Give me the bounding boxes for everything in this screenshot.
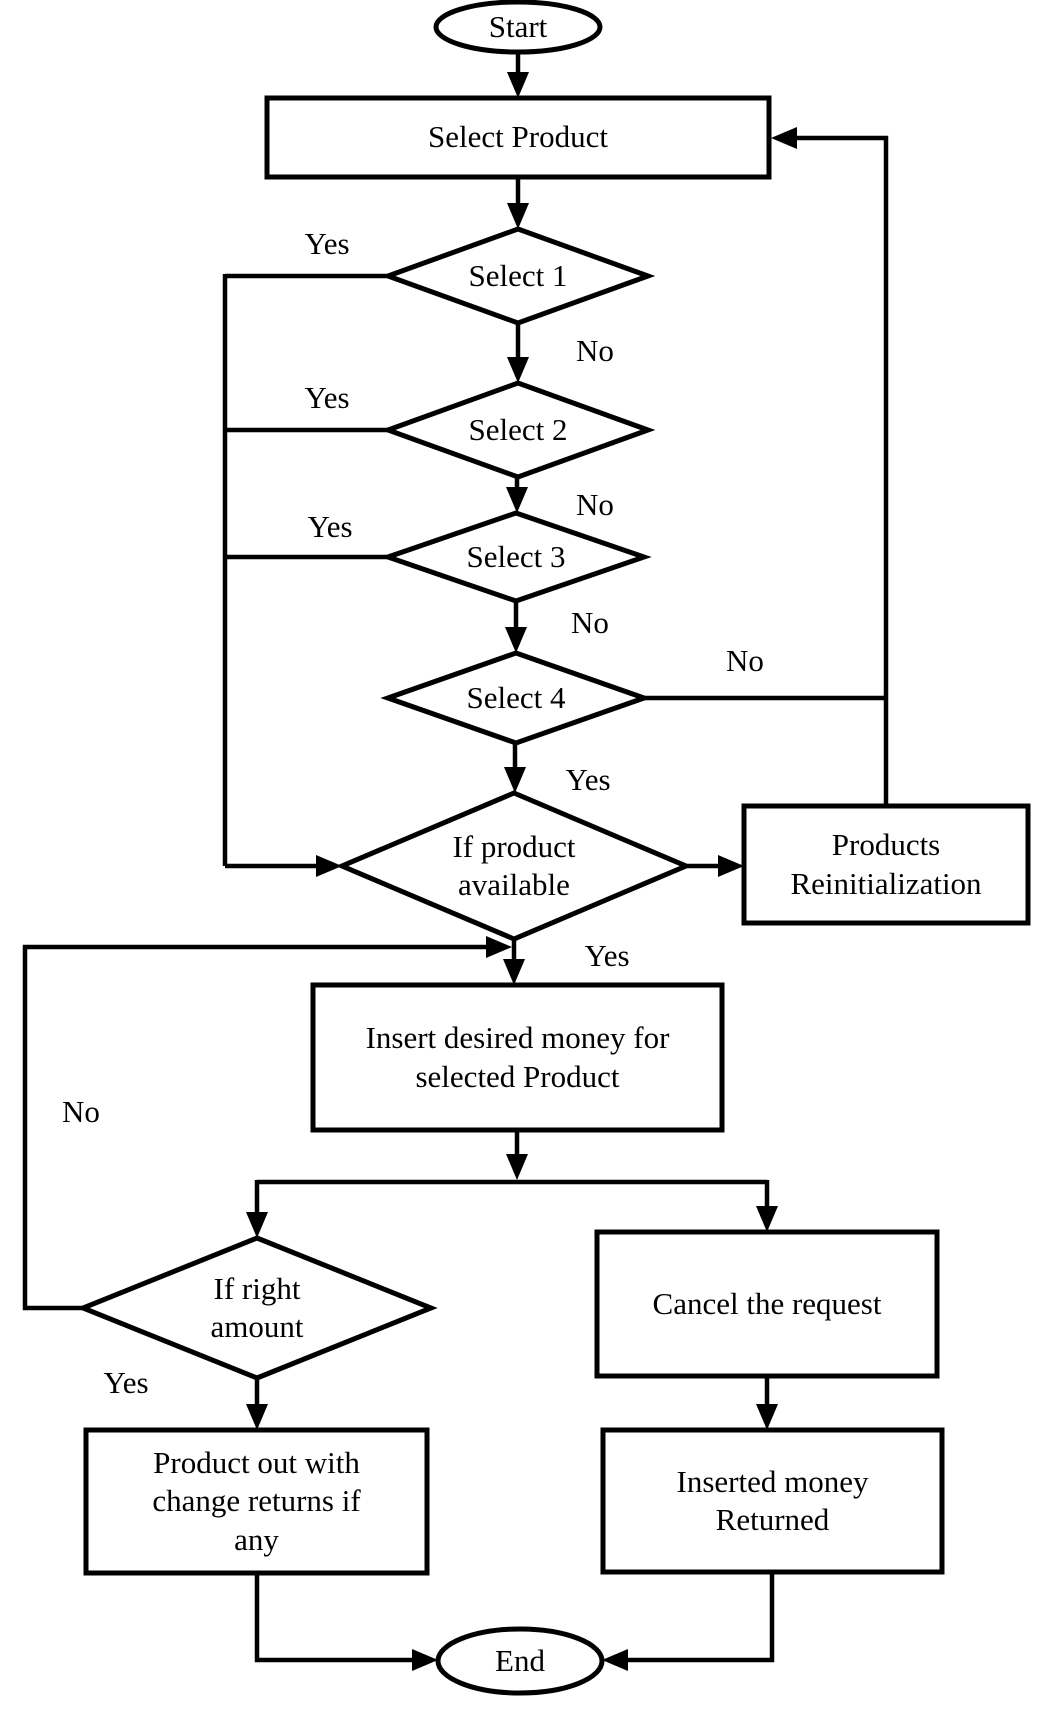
edge-select4-yes-to-if-available bbox=[504, 743, 526, 793]
product-out-process-shape bbox=[83, 1427, 430, 1576]
inserted-money-process-shape bbox=[600, 1427, 945, 1575]
edge-cancel-to-inserted-money bbox=[756, 1376, 778, 1430]
products-reinitialization-process-shape bbox=[741, 803, 1031, 926]
start-terminator-shape bbox=[433, 0, 603, 55]
arrowhead-down bbox=[505, 627, 527, 653]
edge-select4-no-loop-to-select-product bbox=[644, 127, 889, 806]
edge-if-available-yes-to-insert-money bbox=[503, 939, 525, 985]
arrowhead-down bbox=[506, 1154, 528, 1180]
select1-decision-shape bbox=[380, 226, 656, 326]
edge-select1-no-to-select2 bbox=[507, 323, 529, 383]
edge-inserted-money-to-end bbox=[602, 1572, 775, 1671]
arrowhead-down bbox=[756, 1206, 778, 1232]
arrowhead-down bbox=[507, 203, 529, 229]
select-product-process-shape bbox=[264, 95, 772, 180]
edge-if-right-yes-to-product-out bbox=[246, 1378, 268, 1430]
arrowhead-down bbox=[506, 487, 528, 513]
arrowhead-down bbox=[507, 72, 529, 98]
edge-yes-lane-to-if-available bbox=[222, 273, 388, 877]
edge-insert-money-split bbox=[246, 1130, 778, 1238]
edge-if-available-to-products-reinit bbox=[686, 855, 744, 877]
arrowhead-left bbox=[771, 127, 797, 149]
select3-decision-shape bbox=[380, 510, 652, 604]
select4-decision-shape bbox=[380, 650, 652, 746]
insert-money-process-shape bbox=[310, 982, 725, 1133]
edge-select2-no-to-select3 bbox=[506, 477, 528, 513]
edge-if-right-no-return-loop bbox=[22, 936, 512, 1311]
edge-product-out-to-end bbox=[254, 1573, 438, 1671]
arrowhead-down bbox=[246, 1404, 268, 1430]
if-product-available-decision-shape bbox=[335, 790, 693, 942]
edge-start-to-select-product bbox=[507, 52, 529, 98]
edge-select3-no-to-select4 bbox=[505, 601, 527, 653]
arrowhead-right bbox=[412, 1649, 438, 1671]
arrowhead-right bbox=[718, 855, 744, 877]
arrowhead-right bbox=[486, 936, 512, 958]
arrowhead-down bbox=[507, 357, 529, 383]
arrowhead-down bbox=[756, 1404, 778, 1430]
cancel-request-process-shape bbox=[594, 1229, 940, 1379]
arrowhead-left bbox=[602, 1649, 628, 1671]
select2-decision-shape bbox=[380, 380, 656, 480]
arrowhead-right bbox=[316, 855, 342, 877]
if-right-amount-decision-shape bbox=[76, 1235, 438, 1381]
edge-select-product-to-select1 bbox=[507, 177, 529, 229]
arrowhead-down bbox=[503, 959, 525, 985]
end-terminator-shape bbox=[435, 1626, 605, 1696]
arrowhead-down bbox=[246, 1212, 268, 1238]
arrowhead-down bbox=[504, 767, 526, 793]
